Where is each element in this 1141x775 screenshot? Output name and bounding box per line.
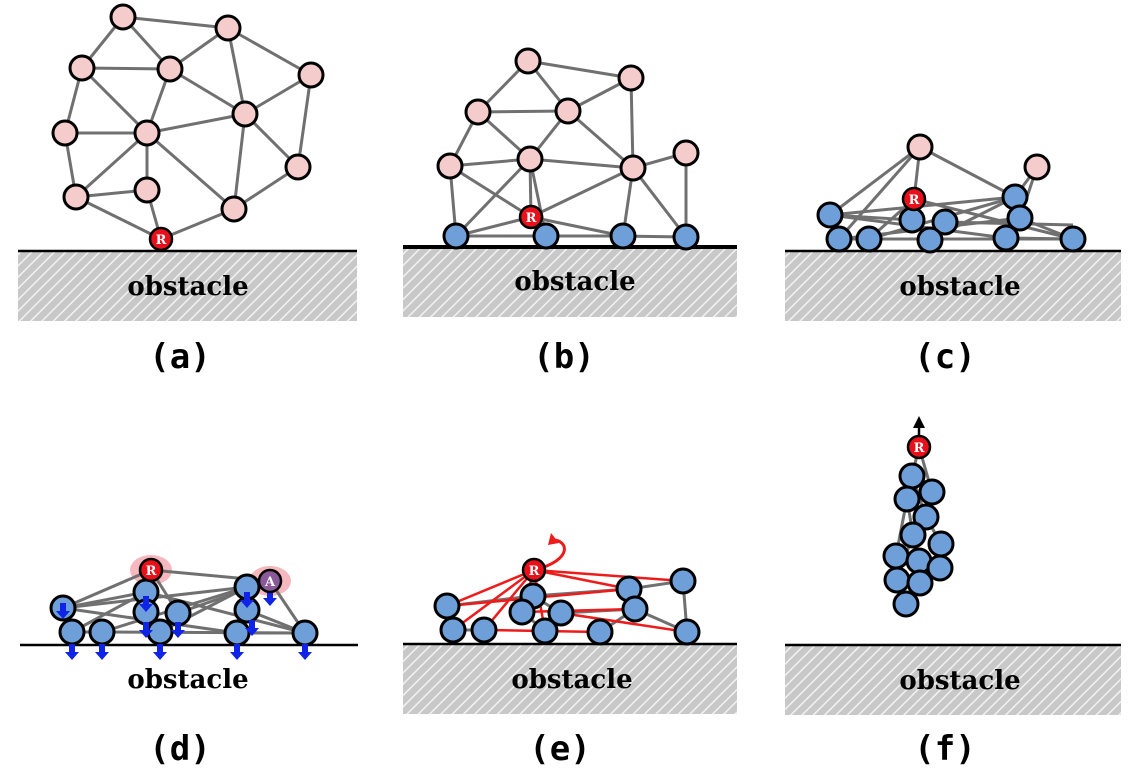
robot-label: R bbox=[146, 564, 157, 579]
down-arrow-icon bbox=[95, 644, 109, 660]
obstacle-block bbox=[403, 247, 737, 317]
down-arrow-icon bbox=[240, 592, 254, 608]
caption-f: (f) bbox=[914, 729, 975, 769]
obstacle-label: obstacle bbox=[127, 665, 248, 695]
agent-node: A bbox=[257, 568, 283, 594]
robot-label: R bbox=[529, 564, 540, 579]
panel-d: obstacle bbox=[20, 555, 358, 769]
robot-node: R bbox=[906, 434, 932, 460]
up-arrow-icon bbox=[913, 416, 925, 436]
network-nodes bbox=[816, 133, 1087, 254]
network-nodes bbox=[882, 462, 955, 618]
robot-node: R bbox=[518, 204, 544, 230]
robot-node: R bbox=[138, 557, 164, 583]
down-arrow-icon bbox=[65, 644, 79, 660]
obstacle-label: obstacle bbox=[899, 666, 1020, 696]
robot-label: R bbox=[914, 441, 925, 456]
network-nodes bbox=[51, 3, 325, 223]
robot-node: R bbox=[901, 186, 927, 212]
rotation-arrowhead-icon bbox=[548, 533, 559, 545]
down-arrow-icon bbox=[139, 622, 153, 638]
network-nodes bbox=[436, 47, 700, 251]
panel-c: obstacle bbox=[785, 133, 1121, 377]
agent-label: A bbox=[264, 575, 276, 590]
obstacle-block bbox=[403, 644, 737, 714]
down-arrow-icon bbox=[230, 644, 244, 660]
panel-a: obstacle bbox=[18, 3, 357, 377]
obstacle-label: obstacle bbox=[127, 272, 248, 302]
obstacle-label: obstacle bbox=[899, 272, 1020, 302]
down-arrow-icon bbox=[263, 590, 277, 606]
down-arrow-icon bbox=[139, 596, 153, 612]
network-edges bbox=[448, 59, 688, 239]
caption-d: (d) bbox=[149, 729, 210, 769]
obstacle-block bbox=[785, 251, 1121, 321]
caption-c: (c) bbox=[914, 337, 975, 377]
down-arrow-icon bbox=[245, 620, 259, 636]
obstacle-label: obstacle bbox=[511, 665, 632, 695]
caption-b: (b) bbox=[533, 337, 594, 377]
robot-label: R bbox=[909, 193, 920, 208]
panel-f: obstacle bbox=[785, 416, 1121, 769]
panel-e: obstacle bbox=[403, 533, 737, 769]
network-nodes bbox=[433, 567, 701, 646]
obstacle-label: obstacle bbox=[514, 267, 635, 297]
force-arrows bbox=[56, 590, 312, 660]
robot-node: R bbox=[148, 226, 174, 252]
down-arrow-icon bbox=[56, 603, 70, 619]
robot-label: R bbox=[526, 211, 537, 226]
robot-label: R bbox=[156, 233, 167, 248]
caption-e: (e) bbox=[529, 729, 590, 769]
robot-node: R bbox=[521, 557, 547, 583]
down-arrow-icon bbox=[298, 644, 312, 660]
down-arrow-icon bbox=[153, 644, 167, 660]
obstacle-block bbox=[785, 645, 1121, 715]
network-edges bbox=[63, 15, 313, 241]
obstacle-block bbox=[18, 251, 357, 321]
panel-b: obstacle bbox=[403, 47, 737, 377]
caption-a: (a) bbox=[149, 337, 210, 377]
down-arrow-icon bbox=[171, 622, 185, 638]
red-edges bbox=[446, 568, 688, 634]
